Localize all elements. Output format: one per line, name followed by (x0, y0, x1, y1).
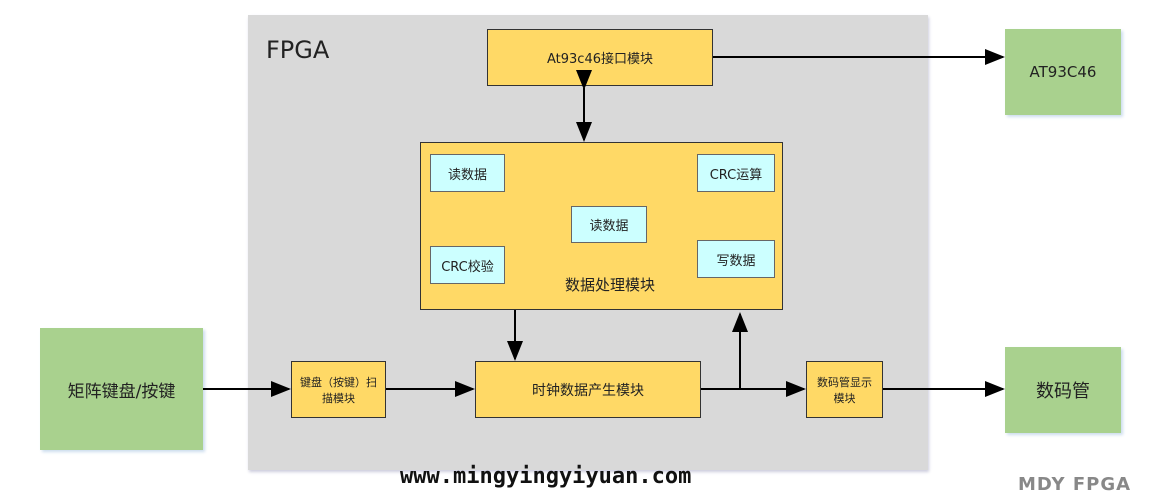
seven-segment-display: 数码管 (1005, 347, 1121, 433)
clock-data-module: 时钟数据产生模块 (475, 361, 701, 418)
at93c46-interface-module: At93c46接口模块 (487, 29, 713, 86)
crc-calc-block: CRC运算 (697, 154, 775, 192)
watermark-text: MDY FPGA (1018, 474, 1132, 495)
fpga-label: FPGA (266, 36, 330, 64)
data-processing-label: 数据处理模块 (564, 275, 655, 294)
write-data-block: 写数据 (697, 240, 775, 278)
read-data-block: 读数据 (430, 154, 505, 192)
website-text: www.mingyingyiyuan.com (400, 464, 692, 489)
keypad-device: 矩阵键盘/按键 (40, 328, 203, 450)
seg-display-module: 数码管显示模块 (806, 361, 883, 418)
key-scan-module: 键盘（按键）扫描模块 (291, 361, 386, 418)
read-data-block-center: 读数据 (571, 206, 647, 243)
crc-check-block: CRC校验 (430, 246, 505, 284)
at93c46-chip: AT93C46 (1005, 29, 1121, 115)
